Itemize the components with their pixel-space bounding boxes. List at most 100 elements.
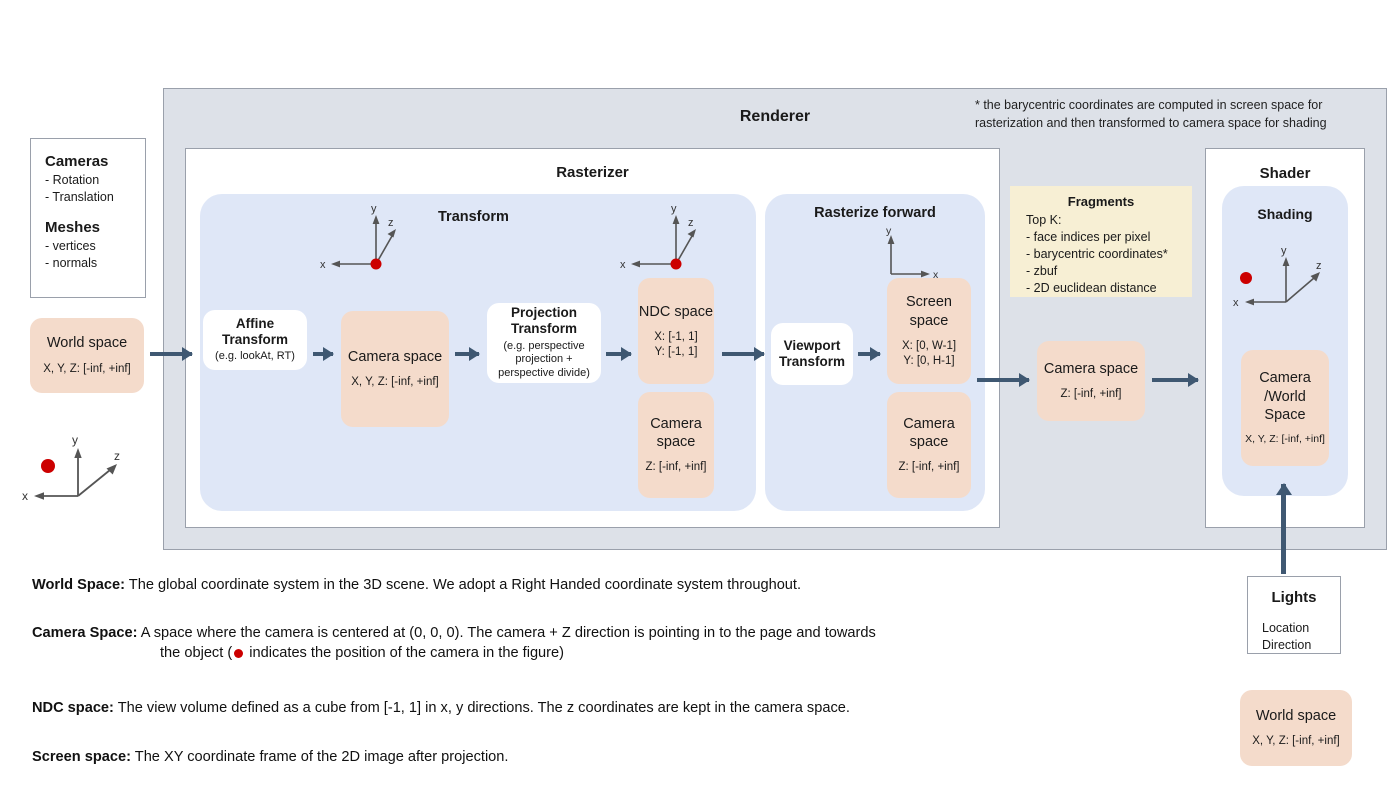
axis-gizmo-transform: y x z <box>320 203 396 271</box>
description-ndc-space: NDC space: The view volume defined as a … <box>32 698 1132 718</box>
camera-world-line-1: Camera <box>1259 370 1311 387</box>
arrow-projection-to-ndc <box>606 352 631 356</box>
svg-text:x: x <box>1233 297 1239 309</box>
camera-space-z-box[interactable]: Camera space Z: [-inf, +inf] <box>638 392 714 498</box>
ndc-range-x: X: [-1, 1] <box>654 330 698 343</box>
screen-space-title: Screen space <box>906 294 952 329</box>
svg-text:z: z <box>1316 260 1322 272</box>
svg-text:y: y <box>371 203 377 215</box>
description-term: World Space: <box>32 577 125 593</box>
description-screen-space: Screen space: The XY coordinate frame of… <box>32 747 1132 767</box>
arrow-affine-to-cameraspace <box>313 352 333 356</box>
projection-transform-title: Projection Transform <box>510 305 578 337</box>
camera-space-z-range-2: Z: [-inf, +inf] <box>898 461 960 474</box>
screen-space-box[interactable]: Screen space X: [0, W-1] Y: [0, H-1] <box>887 278 971 384</box>
camera-space-z-title: Camera space <box>650 415 702 451</box>
camera-space-z-box-2[interactable]: Camera space Z: [-inf, +inf] <box>887 392 971 498</box>
svg-text:z: z <box>688 217 694 229</box>
lights-box: Lights Location Direction <box>1247 576 1341 654</box>
viewport-transform-title: Viewport Transform <box>778 337 846 369</box>
affine-transform-title: Affine Transform <box>221 315 289 348</box>
description-text: A space where the camera is centered at … <box>137 625 876 641</box>
viewport-transform-box[interactable]: Viewport Transform <box>771 323 853 385</box>
svg-text:x: x <box>22 489 28 503</box>
arrow-lights-to-shader <box>1281 484 1286 574</box>
meshes-item: - normals <box>45 255 98 270</box>
screen-range-x: X: [0, W-1] <box>901 339 957 352</box>
svg-text:y: y <box>886 228 892 237</box>
axis-gizmo-shading: y x z <box>1233 245 1322 309</box>
barycentric-footnote: * the barycentric coordinates are comput… <box>975 98 1327 131</box>
camera-world-line-2: /World <box>1264 388 1306 405</box>
description-line2-post: indicates the position of the camera in … <box>245 645 565 662</box>
world-space-input-box[interactable]: World space X, Y, Z: [-inf, +inf] <box>30 318 144 393</box>
world-space-lights-title: World space <box>1255 707 1337 724</box>
world-space-lights-box[interactable]: World space X, Y, Z: [-inf, +inf] <box>1240 690 1352 766</box>
axis-gizmo-ndc: y x z <box>620 203 696 271</box>
camera-space-z-range: Z: [-inf, +inf] <box>645 461 707 474</box>
axis-gizmo-legend: y x z <box>22 433 120 503</box>
projection-transform-box[interactable]: Projection Transform (e.g. perspective p… <box>487 303 601 383</box>
description-text: The XY coordinate frame of the 2D image … <box>130 749 509 765</box>
shading-title: Shading <box>1257 206 1313 222</box>
screen-range-y: Y: [0, H-1] <box>903 354 955 367</box>
svg-text:z: z <box>388 217 394 229</box>
camera-dot-icon <box>234 649 244 659</box>
meshes-heading: Meshes <box>45 218 101 236</box>
svg-text:x: x <box>620 259 626 271</box>
ndc-range-y: Y: [-1, 1] <box>654 345 698 358</box>
svg-text:z: z <box>114 449 120 463</box>
screen-space-ranges: X: [0, W-1] Y: [0, H-1] <box>902 339 956 369</box>
fragments-item: - 2D euclidean distance <box>1026 281 1157 295</box>
fragments-camera-space-range: Z: [-inf, +inf] <box>1060 388 1122 401</box>
fragments-camera-space-box[interactable]: Camera space Z: [-inf, +inf] <box>1037 341 1145 421</box>
description-world-space: World Space: The global coordinate syste… <box>32 575 1132 595</box>
fragments-title: Fragments <box>1067 194 1135 209</box>
camera-space-title: Camera space <box>347 348 443 365</box>
shader-title: Shader <box>1259 164 1311 182</box>
description-line2: the object ( indicates the position of t… <box>32 643 1122 663</box>
description-line2-pre: the object ( <box>160 645 233 662</box>
arrow-ndc-to-viewport <box>722 352 764 356</box>
world-space-input-range: X, Y, Z: [-inf, +inf] <box>43 362 131 375</box>
fragments-item: Top K: <box>1026 213 1062 227</box>
world-space-input-title: World space <box>46 335 128 352</box>
camera-space-range: X, Y, Z: [-inf, +inf] <box>351 376 439 389</box>
description-term: Camera Space: <box>32 625 138 641</box>
rasterizer-title: Rasterizer <box>556 163 629 181</box>
ndc-space-ranges: X: [-1, 1] Y: [-1, 1] <box>654 330 697 360</box>
camera-world-space-box[interactable]: Camera /World Space X, Y, Z: [-inf, +inf… <box>1241 350 1329 466</box>
cameras-item: - Translation <box>45 189 114 204</box>
description-term: NDC space: <box>32 700 114 716</box>
camera-world-space-range: X, Y, Z: [-inf, +inf] <box>1245 432 1325 445</box>
svg-text:x: x <box>933 269 939 281</box>
lights-item: Direction <box>1262 637 1312 652</box>
camera-space-box[interactable]: Camera space X, Y, Z: [-inf, +inf] <box>341 311 449 427</box>
fragments-item: - barycentric coordinates* <box>1026 247 1168 261</box>
arrow-viewport-to-screenspace <box>858 352 880 356</box>
affine-transform-box[interactable]: Affine Transform (e.g. lookAt, RT) <box>203 310 307 370</box>
svg-text:y: y <box>1281 245 1287 257</box>
renderer-title: Renderer <box>739 108 811 125</box>
description-camera-space: Camera Space: A space where the camera i… <box>32 623 1122 664</box>
inputs-cameras-meshes-box: Cameras - Rotation - Translation Meshes … <box>30 138 146 298</box>
world-space-lights-range: X, Y, Z: [-inf, +inf] <box>1252 735 1340 748</box>
camera-world-space-title: Camera /World Space <box>1259 369 1311 423</box>
cameras-item: - Rotation <box>45 173 100 187</box>
cameras-heading: Cameras <box>45 153 109 170</box>
meshes-item: - vertices <box>45 238 96 253</box>
svg-text:x: x <box>320 259 326 271</box>
ndc-space-title: NDC space <box>638 303 714 320</box>
svg-text:y: y <box>72 433 78 447</box>
arrow-world-to-affine <box>150 352 192 356</box>
fragments-box[interactable]: Fragments Top K: - face indices per pixe… <box>1010 186 1192 297</box>
lights-item: Location <box>1262 621 1310 635</box>
ndc-space-box[interactable]: NDC space X: [-1, 1] Y: [-1, 1] <box>638 278 714 384</box>
lights-heading: Lights <box>1271 589 1317 606</box>
fragments-camera-space-title: Camera space <box>1043 360 1139 377</box>
description-text: The view volume defined as a cube from [… <box>113 700 850 716</box>
camera-space-z-title-2: Camera space <box>903 415 955 451</box>
projection-transform-note: (e.g. perspective projection + perspecti… <box>498 339 590 380</box>
arrow-cameraspace-to-projection <box>455 352 479 356</box>
description-text: The global coordinate system in the 3D s… <box>125 577 802 593</box>
